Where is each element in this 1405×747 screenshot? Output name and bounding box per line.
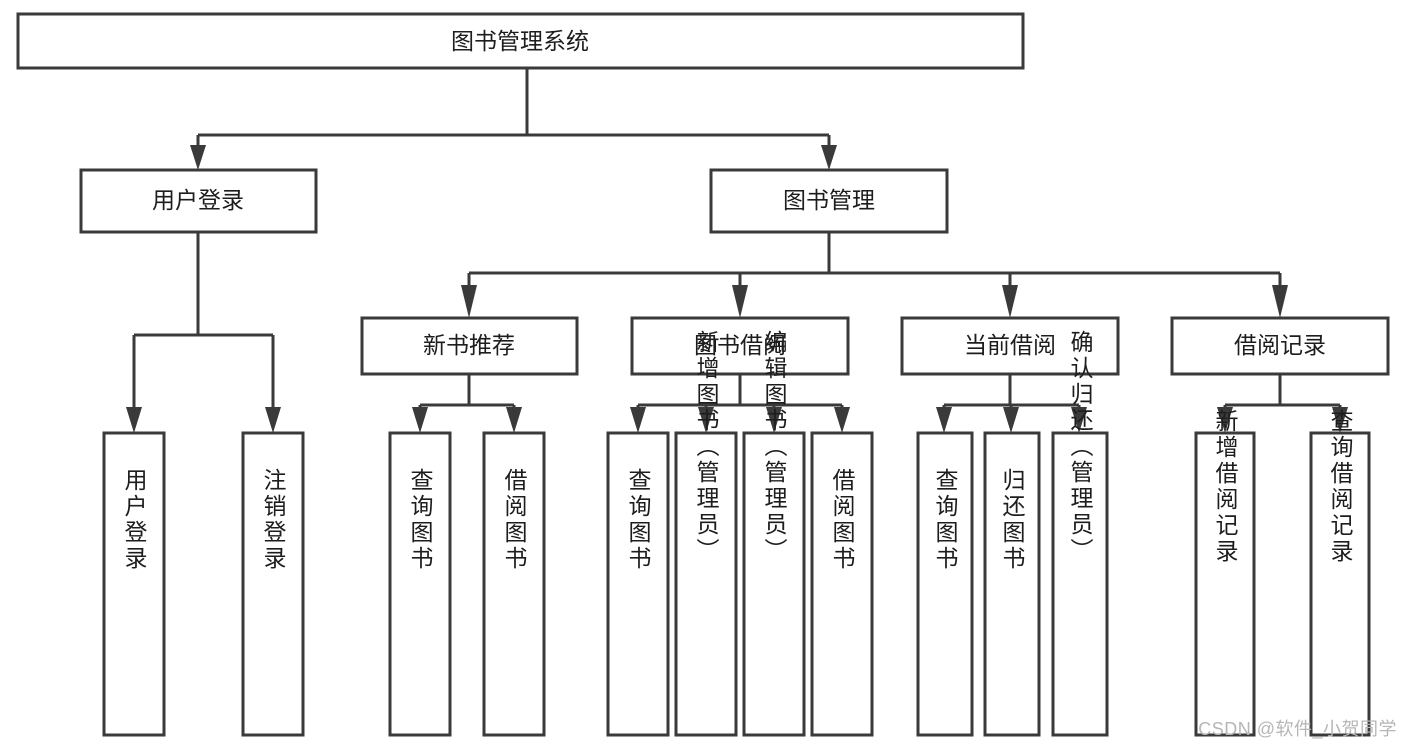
leaf-user-login-2-label: 注销登录 bbox=[260, 468, 287, 572]
leaf-book-borrow-4-label: 借阅图书 bbox=[829, 468, 856, 572]
leaf-borrow-record-1-box[interactable] bbox=[1194, 431, 1256, 737]
leaf-new-book-1-label: 查询图书 bbox=[407, 468, 434, 572]
arrowhead-current-borrow bbox=[1002, 285, 1018, 318]
arrowhead-new-book bbox=[461, 285, 477, 318]
leaf-book-borrow-3-label: 编辑图书（管理员） bbox=[761, 330, 788, 564]
leaf-new-book-1-box[interactable] bbox=[388, 431, 452, 737]
connector-layer bbox=[126, 68, 1348, 433]
leaf-book-borrow-4-box[interactable] bbox=[810, 431, 874, 737]
arrowhead-leaf-current-borrow-3 bbox=[1071, 407, 1087, 433]
node-book-borrow[interactable]: 图书借阅 bbox=[630, 316, 850, 376]
node-current-borrow-box[interactable] bbox=[900, 316, 1120, 376]
leaf-current-borrow-2-box[interactable] bbox=[983, 431, 1041, 737]
arrowhead-book-mgmt bbox=[821, 145, 837, 170]
leaf-new-book-2[interactable]: 借阅图书 bbox=[482, 431, 546, 737]
arrowhead-leaf-user-login-2 bbox=[265, 407, 281, 433]
arrowhead-borrow-record bbox=[1272, 285, 1288, 318]
node-new-book-recommend-box[interactable] bbox=[360, 316, 579, 376]
node-user-login[interactable]: 用户登录 bbox=[79, 168, 318, 234]
leaf-current-borrow-1-label: 查询图书 bbox=[932, 468, 959, 572]
node-current-borrow-label: 当前借阅 bbox=[964, 332, 1056, 358]
arrowhead-leaf-book-borrow-1 bbox=[630, 407, 646, 433]
node-root-system[interactable]: 图书管理系统 bbox=[16, 12, 1025, 70]
leaf-book-borrow-2-box[interactable] bbox=[674, 431, 738, 737]
arrowhead-leaf-book-borrow-4 bbox=[834, 407, 850, 433]
node-new-book-recommend-label: 新书推荐 bbox=[423, 332, 515, 358]
leaf-current-borrow-1[interactable]: 查询图书 bbox=[916, 431, 974, 737]
leaf-borrow-record-1-label: 新增借阅记录 bbox=[1212, 409, 1239, 565]
node-book-borrow-label: 图书借阅 bbox=[694, 332, 786, 358]
leaf-user-login-1[interactable]: 用户登录 bbox=[102, 431, 166, 737]
node-new-book-recommend[interactable]: 新书推荐 bbox=[360, 316, 579, 376]
leaf-borrow-record-2-box[interactable] bbox=[1309, 431, 1371, 737]
arrowhead-leaf-new-book-2 bbox=[506, 407, 522, 433]
leaf-new-book-2-label: 借阅图书 bbox=[501, 468, 528, 572]
leaf-new-book-2-box[interactable] bbox=[482, 431, 546, 737]
leaf-book-borrow-1[interactable]: 查询图书 bbox=[606, 431, 670, 737]
arrowhead-leaf-borrow-record-2 bbox=[1332, 407, 1348, 433]
leaf-current-borrow-2[interactable]: 归还图书 bbox=[983, 431, 1041, 737]
leaf-book-borrow-1-label: 查询图书 bbox=[625, 468, 652, 572]
arrowhead-book-borrow bbox=[732, 285, 748, 318]
node-book-borrow-box[interactable] bbox=[630, 316, 850, 376]
arrowhead-leaf-current-borrow-1 bbox=[936, 407, 952, 433]
node-borrow-record-box[interactable] bbox=[1170, 316, 1390, 376]
arrowhead-leaf-book-borrow-2 bbox=[698, 407, 714, 433]
leaf-current-borrow-3-label: 确认归还（管理员） bbox=[1067, 330, 1094, 564]
arrowhead-leaf-new-book-1 bbox=[412, 407, 428, 433]
arrowhead-leaf-current-borrow-2 bbox=[1003, 407, 1019, 433]
leaf-book-borrow-3-box[interactable] bbox=[742, 431, 806, 737]
leaf-current-borrow-2-label: 归还图书 bbox=[999, 468, 1026, 572]
node-user-login-box[interactable] bbox=[79, 168, 318, 234]
leaf-book-borrow-3[interactable]: 编辑图书（管理员） bbox=[742, 330, 806, 737]
arrowhead-leaf-borrow-record-1 bbox=[1217, 407, 1233, 433]
leaf-borrow-record-1[interactable]: 新增借阅记录 bbox=[1194, 409, 1256, 737]
node-borrow-record[interactable]: 借阅记录 bbox=[1170, 316, 1390, 376]
node-current-borrow[interactable]: 当前借阅 bbox=[900, 316, 1120, 376]
arrowhead-leaf-book-borrow-3 bbox=[766, 407, 782, 433]
leaf-book-borrow-4[interactable]: 借阅图书 bbox=[810, 431, 874, 737]
node-root-system-box[interactable] bbox=[16, 12, 1025, 70]
leaf-borrow-record-2-label: 查询借阅记录 bbox=[1327, 409, 1354, 565]
node-book-management[interactable]: 图书管理 bbox=[709, 168, 949, 234]
node-book-management-box[interactable] bbox=[709, 168, 949, 234]
node-book-management-label: 图书管理 bbox=[783, 187, 875, 213]
leaf-book-borrow-2-label: 新增图书（管理员） bbox=[693, 330, 720, 564]
arrowhead-leaf-user-login-1 bbox=[126, 407, 142, 433]
leaf-borrow-record-2[interactable]: 查询借阅记录 bbox=[1309, 409, 1371, 737]
leaf-user-login-1-label: 用户登录 bbox=[121, 468, 148, 572]
leaf-current-borrow-1-box[interactable] bbox=[916, 431, 974, 737]
node-root-system-label: 图书管理系统 bbox=[451, 28, 589, 54]
node-user-login-label: 用户登录 bbox=[152, 187, 244, 213]
arrowhead-user-login bbox=[190, 145, 206, 170]
node-borrow-record-label: 借阅记录 bbox=[1234, 332, 1326, 358]
leaf-user-login-2-box[interactable] bbox=[241, 431, 305, 737]
leaf-current-borrow-3-box[interactable] bbox=[1051, 431, 1109, 737]
leaf-book-borrow-1-box[interactable] bbox=[606, 431, 670, 737]
leaf-current-borrow-3[interactable]: 确认归还（管理员） bbox=[1051, 330, 1109, 737]
leaf-new-book-1[interactable]: 查询图书 bbox=[388, 431, 452, 737]
leaf-user-login-1-box[interactable] bbox=[102, 431, 166, 737]
leaf-book-borrow-2[interactable]: 新增图书（管理员） bbox=[674, 330, 738, 737]
leaf-user-login-2[interactable]: 注销登录 bbox=[241, 431, 305, 737]
